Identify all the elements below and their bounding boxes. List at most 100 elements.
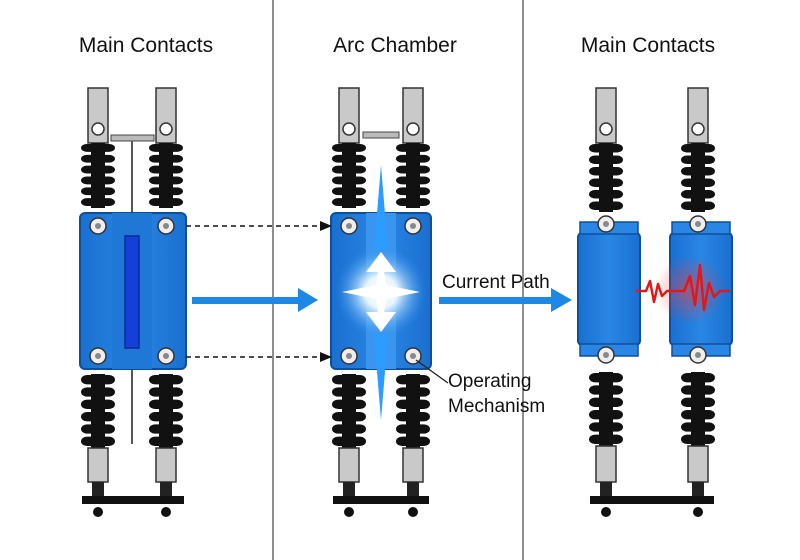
insulator-shed xyxy=(589,144,623,153)
insulator-shed xyxy=(332,176,366,185)
terminal-bolt-icon xyxy=(91,122,105,136)
dashed-link-bottom-arrowhead xyxy=(320,352,332,362)
insulator-shed xyxy=(332,187,366,196)
insulator-shed xyxy=(396,424,430,434)
contact-rod xyxy=(124,235,140,349)
lower-terminal-post xyxy=(87,447,109,483)
top-crossbar xyxy=(362,131,400,139)
pole-assembly-arc-chamber xyxy=(330,87,449,517)
insulator-shed xyxy=(396,198,430,206)
operating-mechanism-leader xyxy=(415,359,449,384)
insulator-shed xyxy=(589,385,623,395)
insulator-shed xyxy=(681,373,715,383)
insulator-shed xyxy=(589,373,623,383)
lower-terminal-post xyxy=(595,445,617,483)
insulator-shed xyxy=(332,144,366,152)
pole-assembly-main-contacts-right xyxy=(577,87,733,517)
interrupter-left xyxy=(577,232,641,346)
base-foot-right xyxy=(161,507,171,517)
insulator-shed xyxy=(81,436,115,446)
insulator-shed xyxy=(681,422,715,432)
base-frame xyxy=(333,496,429,504)
insulator-shed xyxy=(589,422,623,432)
insulator-shed xyxy=(81,144,115,152)
insulator-shed xyxy=(149,165,183,174)
insulator-shed xyxy=(681,190,715,199)
lower-terminal-post xyxy=(402,447,424,483)
operating-mechanism-label-line2: Mechanism xyxy=(448,396,546,417)
flow-arrow-2-shaft xyxy=(439,297,553,304)
insulator-shed xyxy=(396,144,430,152)
pole-assembly-main-contacts-left xyxy=(79,87,187,517)
insulator-shed xyxy=(396,375,430,385)
mounting-bolt-center xyxy=(695,221,701,227)
terminal-bolt-icon xyxy=(159,122,173,136)
insulator-shed xyxy=(589,397,623,407)
base-foot-right xyxy=(693,507,703,517)
top-crossbar xyxy=(110,134,155,142)
dashed-link-top-arrowhead xyxy=(320,221,332,231)
insulator-shed xyxy=(681,397,715,407)
insulator-shed xyxy=(332,412,366,422)
insulator-shed xyxy=(396,399,430,409)
insulator-shed xyxy=(81,198,115,206)
insulator-shed xyxy=(81,165,115,174)
insulator-shed xyxy=(589,178,623,187)
insulator-shed xyxy=(681,410,715,420)
insulator-shed xyxy=(149,436,183,446)
mounting-bolt-center xyxy=(603,352,609,358)
arc-glow xyxy=(654,256,726,324)
insulator-shed xyxy=(681,434,715,444)
insulator-shed xyxy=(681,178,715,187)
lower-terminal-post xyxy=(338,447,360,483)
insulator-shed xyxy=(681,201,715,210)
insulator-shed xyxy=(332,424,366,434)
mounting-bolt-center xyxy=(410,353,416,359)
insulator-shed xyxy=(149,399,183,409)
insulator-shed xyxy=(149,144,183,152)
mounting-bolt-center xyxy=(95,353,101,359)
mounting-bolt-center xyxy=(695,352,701,358)
insulator-shed xyxy=(396,154,430,163)
mounting-bolt-center xyxy=(346,223,352,229)
panel-title-arc-chamber: Arc Chamber xyxy=(333,34,457,57)
base-foot-left xyxy=(93,507,103,517)
insulator-shed xyxy=(589,190,623,199)
insulator-shed xyxy=(332,375,366,385)
base-foot-right xyxy=(408,507,418,517)
insulator-shed xyxy=(332,399,366,409)
insulator-shed xyxy=(149,176,183,185)
insulator-shed xyxy=(396,387,430,397)
insulator-shed xyxy=(149,187,183,196)
flow-arrow-1-shaft xyxy=(192,297,300,304)
insulator-shed xyxy=(81,387,115,397)
insulator-shed xyxy=(149,198,183,206)
insulator-shed xyxy=(81,424,115,434)
mounting-bolt-center xyxy=(163,223,169,229)
operating-mechanism-label-line1: Operating xyxy=(448,371,532,392)
terminal-bolt-icon xyxy=(691,122,705,136)
base-frame xyxy=(82,496,184,504)
mounting-bolt-center xyxy=(163,353,169,359)
insulator-shed xyxy=(396,412,430,422)
insulator-shed xyxy=(149,424,183,434)
electric-arc-zigzag xyxy=(636,263,730,312)
insulator-shed xyxy=(589,201,623,210)
lower-terminal-post xyxy=(687,445,709,483)
insulator-shed xyxy=(681,167,715,176)
insulator-shed xyxy=(589,167,623,176)
insulator-shed xyxy=(149,387,183,397)
insulator-shed xyxy=(81,154,115,163)
current-path-label: Current Path xyxy=(442,272,550,293)
panel-title-main-contacts-left: Main Contacts xyxy=(78,34,214,57)
base-frame xyxy=(590,496,714,504)
arc-arrow-down-icon xyxy=(366,252,396,272)
insulator-shed xyxy=(149,412,183,422)
lower-terminal-post xyxy=(155,447,177,483)
insulator-shed xyxy=(681,144,715,153)
insulator-shed xyxy=(149,375,183,385)
insulator-shed xyxy=(396,165,430,174)
insulator-shed xyxy=(332,387,366,397)
